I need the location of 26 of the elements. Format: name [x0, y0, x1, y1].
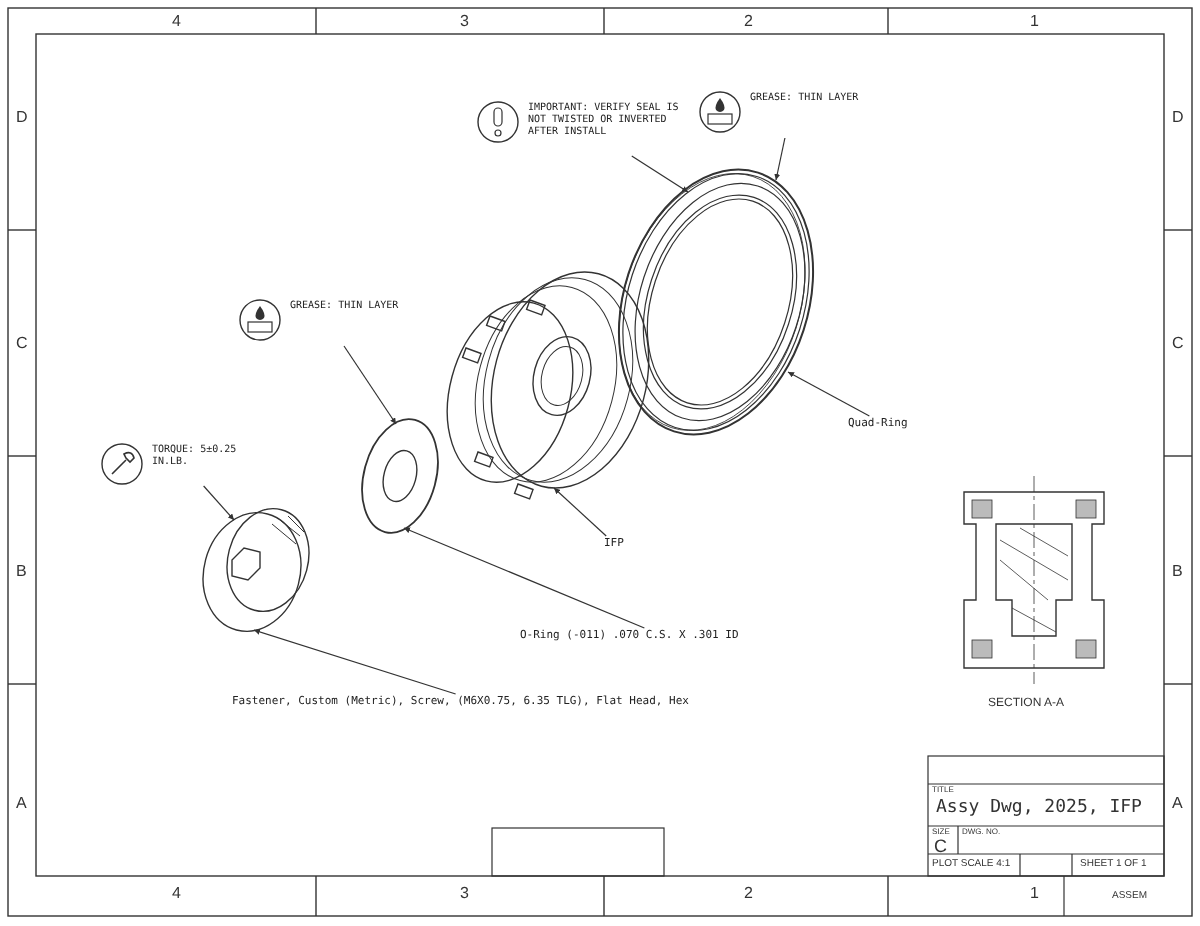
zone-label: C	[16, 336, 28, 352]
zone-label: 3	[460, 886, 469, 902]
zone-label: A	[1172, 796, 1183, 812]
zone-label: 3	[460, 14, 469, 30]
leader-line	[343, 345, 397, 425]
leader-line	[631, 155, 689, 193]
leader-line	[553, 487, 607, 537]
zone-label: 4	[172, 886, 181, 902]
zone-label: 2	[744, 14, 753, 30]
zone-label: 1	[1030, 886, 1039, 902]
zone-label: D	[1172, 110, 1184, 126]
zone-label: A	[16, 796, 27, 812]
leader-line	[403, 527, 645, 629]
leader-line	[787, 371, 870, 417]
zone-label: 1	[1030, 14, 1039, 30]
zone-label: D	[16, 110, 28, 126]
zone-label: 2	[744, 886, 753, 902]
title-block-text: C	[934, 838, 947, 856]
zone-label: C	[1172, 336, 1184, 352]
leader-line	[774, 137, 786, 181]
zone-label: B	[1172, 564, 1183, 580]
zone-label: B	[16, 564, 27, 580]
zone-label: 4	[172, 14, 181, 30]
title-block-text: Assy Dwg, 2025, IFP	[936, 800, 1142, 818]
leader-line	[253, 628, 457, 695]
leader-line	[203, 485, 235, 521]
